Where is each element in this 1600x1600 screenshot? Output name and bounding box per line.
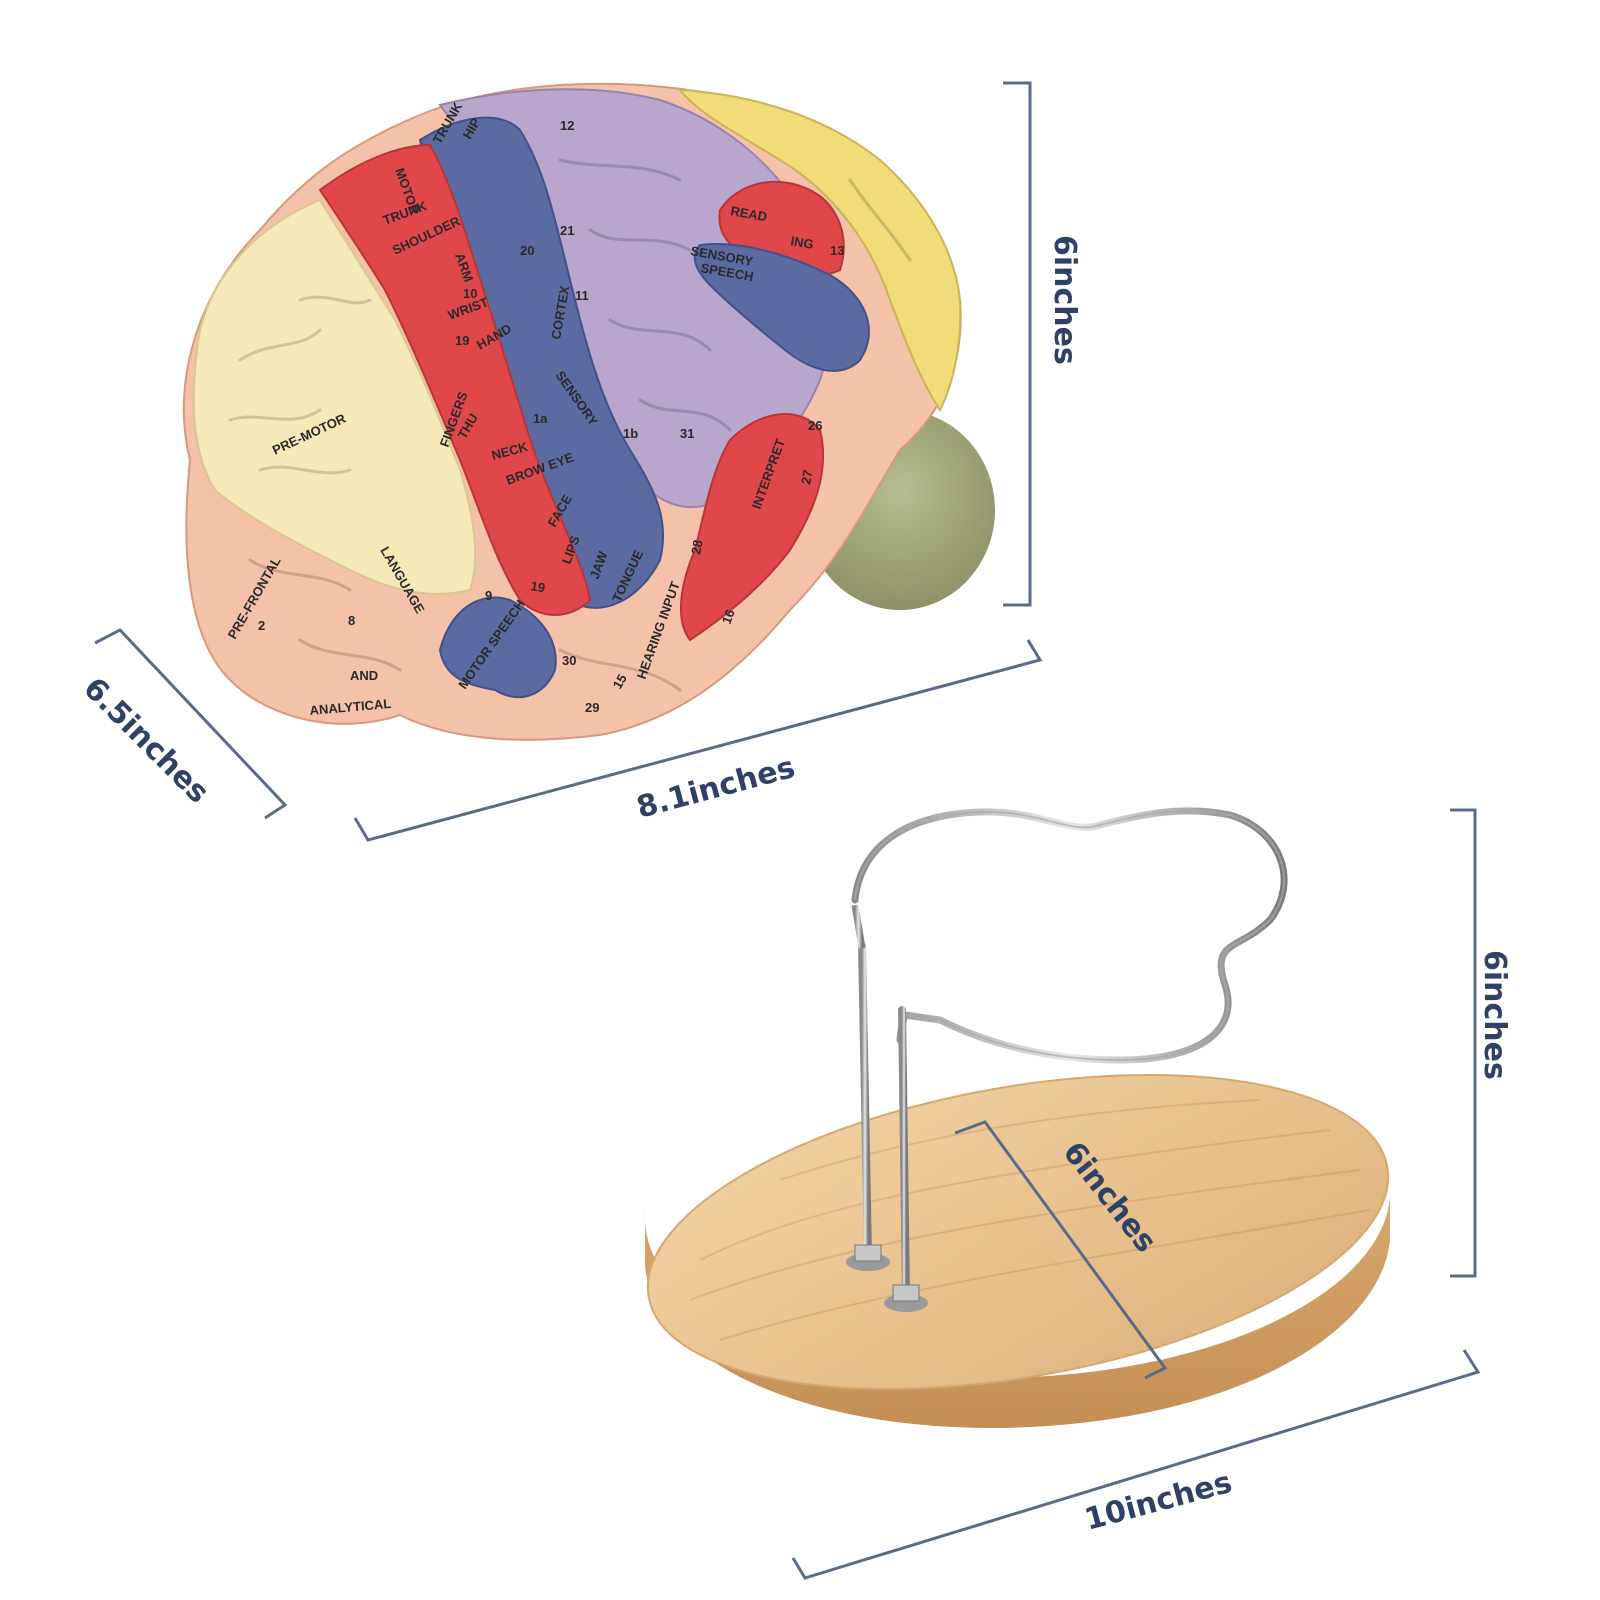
label-13: 13: [830, 243, 844, 258]
label-26: 26: [808, 418, 822, 433]
base-length-label: 10inches: [1081, 1465, 1236, 1538]
sensory-speech-area: [693, 243, 870, 372]
base-top: [646, 1074, 1390, 1390]
rod-nut-front: [884, 1284, 928, 1312]
label-and: AND: [350, 668, 378, 683]
label-1b: 1b: [623, 426, 638, 441]
label-28: 28: [688, 539, 705, 556]
label-12: 12: [560, 118, 574, 133]
brain-model: HIP TRUNK MOTOR TRUNK SHOULDER ARM 10 WR…: [182, 82, 995, 741]
stand-height-label: 6inches: [1477, 950, 1512, 1080]
label-21: 21: [560, 223, 574, 238]
label-read: READ: [729, 203, 768, 224]
label-30: 30: [562, 653, 576, 668]
wire-ring-highlight: [854, 809, 1286, 1062]
label-27: 27: [798, 469, 815, 486]
motor-speech-area: [438, 596, 557, 699]
rod-nut-back: [846, 1244, 890, 1271]
brain-depth-label: 6.5inches: [76, 671, 215, 810]
brain-stand: [644, 807, 1390, 1429]
rod-back: [858, 941, 872, 1259]
label-19b: 19: [529, 578, 546, 595]
rod-front: [898, 1006, 910, 1299]
label-analytical: ANALYTICAL: [309, 696, 392, 718]
label-11: 11: [575, 288, 589, 303]
frontal-lobe: [192, 198, 477, 595]
wire-ring: [851, 807, 1288, 1064]
label-1a: 1a: [533, 411, 548, 426]
label-2: 2: [258, 618, 265, 633]
motor-cortex: [318, 143, 592, 616]
label-31: 31: [680, 426, 694, 441]
rod-back-top: [851, 904, 866, 949]
gyri-texture: [228, 158, 912, 692]
brain-height-dimension: 6inches: [1003, 81, 1082, 607]
stand-height-dimension: 6inches: [1450, 808, 1512, 1278]
label-15: 15: [610, 671, 630, 691]
label-20: 20: [520, 243, 534, 258]
label-ing: ING: [789, 233, 814, 252]
label-29: 29: [585, 700, 599, 715]
label-9: 9: [485, 588, 492, 603]
brain-height-label: 6inches: [1047, 235, 1082, 365]
label-16: 16: [719, 607, 738, 626]
label-19: 19: [455, 333, 469, 348]
occipital-lobe: [677, 88, 962, 412]
label-8: 8: [348, 613, 355, 628]
label-10: 10: [463, 286, 477, 301]
interpret-area: [679, 413, 825, 642]
